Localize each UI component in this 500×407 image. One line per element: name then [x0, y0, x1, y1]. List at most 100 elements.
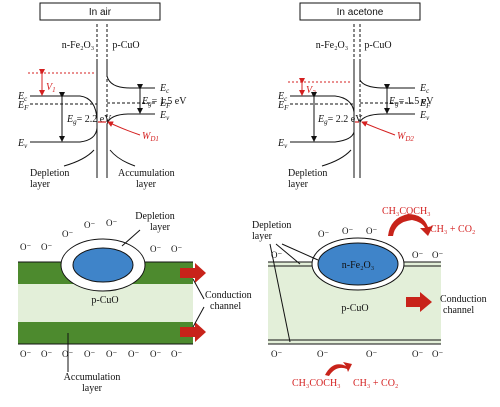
conduction-pointer-left-top — [192, 278, 205, 300]
band-diagram-air: In air n-Fe₂O₃ p-CuO V1 Eg= 2.2 eV Eg= 1… — [17, 2, 187, 190]
acetone-title-box — [299, 2, 421, 21]
wd2-label: WD2 — [397, 131, 414, 143]
depletion-pointer-left — [121, 229, 141, 247]
p-bandgap-label-acetone: Eg= 1.5 eV — [388, 96, 434, 108]
oxygen-ion: O⁻ — [171, 349, 182, 359]
n-material-label: n-Fe₂O₃ — [62, 40, 95, 51]
ef-label-left-acetone: EF — [277, 100, 289, 112]
p-valence-band-acetone — [359, 113, 415, 178]
ef-label-right: EF — [159, 98, 171, 110]
oxygen-ion: O⁻ — [366, 349, 377, 359]
oxygen-ions-top-right: O⁻ O⁻ O⁻ O⁻ O⁻ O⁻ — [271, 226, 443, 260]
oxygen-ion: O⁻ — [318, 229, 329, 239]
conduction-arrow-bottom — [180, 322, 206, 342]
p-conduction-band — [106, 60, 155, 89]
oxygen-ion: O⁻ — [150, 349, 161, 359]
ec-label-left-acetone: Ec — [277, 91, 288, 103]
p-material-label-acetone: p-CuO — [364, 40, 391, 51]
v2-label: V2 — [306, 85, 316, 97]
oxygen-ion: O⁻ — [62, 229, 73, 239]
wd1-pointer — [107, 121, 141, 136]
oxygen-ion: O⁻ — [150, 244, 161, 254]
oxygen-ions-bottom-right: O⁻ O⁻ O⁻ O⁻ O⁻ — [271, 349, 443, 359]
n-material-label-acetone: n-Fe₂O₃ — [316, 40, 349, 51]
n-bandgap-label-acetone: Eg= 2.2 eV — [317, 114, 363, 126]
air-title-box — [39, 2, 161, 21]
oxygen-ion: O⁻ — [412, 349, 423, 359]
air-title: In air — [89, 7, 112, 18]
band-diagram-acetone: In acetone n-Fe₂O₃ p-CuO V2 Eg= 2.2 eV E… — [277, 2, 434, 190]
p-valence-band — [106, 113, 155, 178]
depletion-pointer-air — [63, 149, 95, 167]
oxygen-ion: O⁻ — [128, 349, 139, 359]
oxygen-ion: O⁻ — [366, 226, 377, 236]
oxygen-ion: O⁻ — [412, 250, 423, 260]
n-valence-band-acetone — [290, 60, 355, 143]
product-top: CH₃ + CO₂ — [430, 224, 475, 235]
n-conduction-band — [30, 95, 98, 178]
accumulation-pointer-air — [109, 149, 136, 167]
product-bottom: CH₃ + CO₂ — [353, 378, 398, 389]
conduction-arrow-top — [180, 263, 206, 283]
ec-label-right-acetone: Ec — [419, 83, 430, 95]
cuo-label-left: p-CuO — [91, 295, 118, 306]
oxygen-ion: O⁻ — [171, 244, 182, 254]
cuo-label-right: p-CuO — [341, 303, 368, 314]
oxygen-ion: O⁻ — [84, 349, 95, 359]
ev-label-left: Ev — [17, 138, 28, 150]
fe2o3-particle-acetone — [317, 242, 399, 286]
oxygen-ion: O⁻ — [41, 242, 52, 252]
oxygen-ion: O⁻ — [317, 349, 328, 359]
fe2o3-label: n-Fe₂O₃ — [342, 260, 375, 271]
ev-label-left-acetone: Ev — [277, 138, 288, 150]
conduction-pointer-left-bottom — [192, 306, 205, 328]
oxygen-ion: O⁻ — [432, 250, 443, 260]
oxygen-ion: O⁻ — [84, 220, 95, 230]
oxygen-ion: O⁻ — [106, 349, 117, 359]
ec-label-right: Ec — [159, 83, 170, 95]
oxygen-ion: O⁻ — [106, 218, 117, 228]
ef-label-left: EF — [17, 100, 29, 112]
ef-label-right-acetone: EF — [419, 98, 431, 110]
v1-label: V1 — [46, 82, 56, 94]
n-valence-band — [30, 60, 98, 143]
oxygen-ion: O⁻ — [20, 242, 31, 252]
ev-label-right: Ev — [159, 110, 170, 122]
reaction-arrow-top — [388, 214, 433, 236]
acetone-reactant-bottom: CH₃COCH₃ — [292, 378, 341, 389]
oxygen-ion: O⁻ — [20, 349, 31, 359]
depletion-pointer-right-2 — [281, 243, 319, 261]
oxygen-ion: O⁻ — [342, 226, 353, 236]
reaction-arrow-bottom — [325, 362, 352, 376]
wd2-pointer — [361, 121, 396, 136]
n-bandgap-label: Eg= 2.2 eV — [66, 114, 112, 126]
oxygen-ion: O⁻ — [41, 349, 52, 359]
oxygen-ions-bottom-left: O⁻ O⁻ O⁻ O⁻ O⁻ O⁻ O⁻ O⁻ — [20, 349, 182, 359]
depletion-pointer-right-3 — [269, 243, 291, 343]
ev-label-right-acetone: Ev — [419, 110, 430, 122]
p-conduction-band-acetone — [359, 60, 415, 89]
oxygen-ions-top-left: O⁻ O⁻ O⁻ O⁻ O⁻ O⁻ O⁻ — [20, 218, 182, 254]
acetone-title: In acetone — [337, 7, 384, 18]
accumulation-layer-bottom — [18, 322, 193, 344]
depletion-pointer-acetone — [321, 149, 352, 167]
acetone-reactant-top: CH₃COCH₃ — [382, 206, 431, 217]
conduction-arrow-acetone — [406, 292, 432, 312]
p-bandgap-label: Eg= 1.5 eV — [141, 96, 187, 108]
p-material-label: p-CuO — [112, 40, 139, 51]
oxygen-ion: O⁻ — [271, 250, 282, 260]
oxygen-ion: O⁻ — [62, 349, 73, 359]
ec-label-left: Ec — [17, 91, 28, 103]
oxygen-ion: O⁻ — [271, 349, 282, 359]
